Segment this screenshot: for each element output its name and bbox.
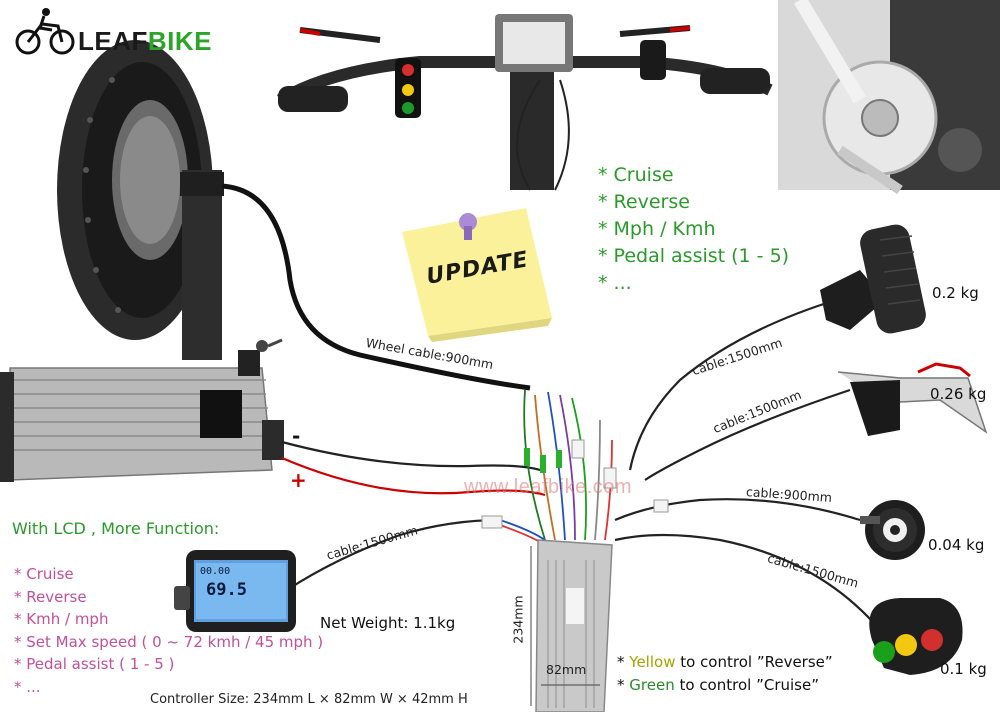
website-watermark: www.leafbike.com — [464, 476, 633, 498]
lcd-section-title: With LCD , More Function: — [12, 519, 220, 538]
handlebar-feature-item: * Mph / Kmh — [598, 218, 716, 240]
green-switch-note: * Green to control ”Cruise” — [617, 676, 819, 694]
controller-size-label: Controller Size: 234mm L × 82mm W × 42mm… — [150, 692, 468, 707]
lcd-feature-item: * Reverse — [14, 587, 87, 606]
cyclist-logo-icon — [15, 8, 75, 55]
lcd-feature-item: * Pedal assist ( 1 - 5 ) — [14, 655, 175, 673]
battery-pack-icon — [0, 350, 284, 482]
pas-sensor-icon — [860, 500, 925, 560]
throttle-weight: 0.2 kg — [932, 284, 979, 302]
yellow-switch-note: * Yellow to control ”Reverse” — [617, 653, 833, 671]
brake-weight: 0.26 kg — [930, 385, 987, 403]
brake-disc-photo-icon — [778, 0, 1000, 195]
lcd-feature-item: * Cruise — [14, 565, 74, 583]
handlebar-display-icon — [276, 14, 773, 191]
lcd-display-speed: 69.5 — [206, 580, 247, 600]
battery-minus-sign: - — [292, 424, 301, 448]
lcd-display-top-readout: 00.00 — [200, 566, 231, 577]
handlebar-feature-item: * Pedal assist (1 - 5) — [598, 245, 790, 267]
lcd-feature-item: * Set Max speed ( 0 ~ 72 kmh / 45 mph ) — [14, 632, 324, 651]
handlebar-features-list: * Cruise * Reverse * Mph / Kmh * Pedal a… — [598, 162, 789, 297]
controller-box-icon — [530, 539, 613, 712]
controller-net-weight: Net Weight: 1.1kg — [320, 614, 456, 632]
pas-weight: 0.04 kg — [928, 536, 985, 554]
brand-name: LEAFBIKE — [78, 26, 213, 56]
handlebar-feature-item: * ... — [598, 272, 632, 294]
brake-lever-icon — [837, 362, 988, 436]
hub-motor-wheel-icon — [57, 40, 224, 360]
thumb-throttle-icon — [820, 224, 926, 334]
pushpin-icon — [459, 213, 477, 240]
lcd-features-list: * Cruise * Reverse * Kmh / mph * Set Max… — [14, 563, 323, 698]
handlebar-feature-item: * Cruise — [598, 164, 674, 186]
update-sticky-note — [402, 208, 552, 342]
lcd-feature-item: * Kmh / mph — [14, 610, 109, 628]
battery-plus-sign: + — [290, 468, 307, 492]
three-button-switch-icon — [869, 598, 963, 675]
handlebar-feature-item: * Reverse — [598, 191, 690, 213]
controller-length-label: 234mm — [510, 595, 526, 644]
switch-weight: 0.1 kg — [940, 660, 987, 678]
key-icon — [256, 338, 283, 352]
lcd-feature-item: * ... — [14, 677, 41, 696]
cable-lines — [221, 183, 881, 631]
controller-width-label: 82mm — [546, 662, 587, 677]
lcd-display-icon — [174, 550, 296, 632]
